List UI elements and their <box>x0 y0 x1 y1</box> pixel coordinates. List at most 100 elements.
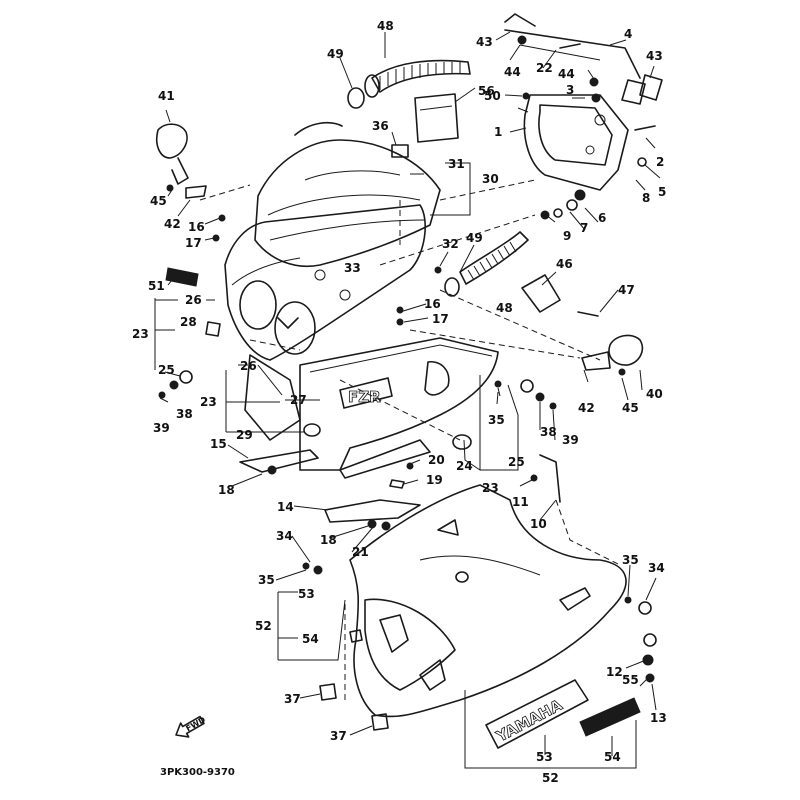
callout-27: 27 <box>290 393 307 407</box>
callout-52-left: 52 <box>255 619 272 633</box>
callout-32: 32 <box>442 237 459 251</box>
mirror-right <box>581 334 644 376</box>
callout-29: 29 <box>236 428 253 442</box>
callout-38-left: 38 <box>176 407 193 421</box>
callout-6: 6 <box>598 211 606 225</box>
callout-17-mid: 17 <box>432 312 449 326</box>
callout-1: 1 <box>494 125 502 139</box>
callout-8: 8 <box>642 191 650 205</box>
callout-44-left: 44 <box>504 65 521 79</box>
callout-36: 36 <box>372 119 389 133</box>
upper-cowling <box>224 204 426 361</box>
callout-25-left: 25 <box>158 363 175 377</box>
callout-31: 31 <box>448 157 465 171</box>
labels-37 <box>319 629 389 731</box>
callout-17-left: 17 <box>185 236 202 250</box>
callout-42-left: 42 <box>164 217 181 231</box>
callout-54-left: 54 <box>302 632 319 646</box>
emblem-text: FZR <box>348 388 381 406</box>
callout-23-mid: 23 <box>200 395 217 409</box>
callout-35-right: 35 <box>622 553 639 567</box>
callout-28: 28 <box>180 315 197 329</box>
callout-9: 9 <box>563 229 571 243</box>
fasteners-upper <box>517 35 656 220</box>
callout-33: 33 <box>344 261 361 275</box>
callout-30: 30 <box>482 172 499 186</box>
callout-11: 11 <box>512 495 529 509</box>
callout-43-left: 43 <box>476 35 493 49</box>
catalog-code: 3PK300-9370 <box>160 767 235 778</box>
callout-35-left: 35 <box>258 573 275 587</box>
mirror-left <box>155 123 207 199</box>
forward-label: FWD <box>184 715 207 733</box>
callout-16-mid: 16 <box>424 297 441 311</box>
callout-7: 7 <box>580 221 588 235</box>
callouts: 48 49 56 36 31 30 41 45 42 16 17 51 26 2… <box>132 19 667 785</box>
callout-35-mid: 35 <box>488 413 505 427</box>
callout-19: 19 <box>426 473 443 487</box>
callout-34-right: 34 <box>648 561 665 575</box>
callout-56: 56 <box>478 84 495 98</box>
decal-51 <box>165 267 199 287</box>
small-fasteners <box>158 214 657 683</box>
callout-23-right: 23 <box>482 481 499 495</box>
leader-lines <box>154 31 661 769</box>
callout-47: 47 <box>618 283 635 297</box>
label-plate <box>391 144 409 158</box>
callout-18-left: 18 <box>218 483 235 497</box>
callout-13: 13 <box>650 711 667 725</box>
callout-48-mid: 48 <box>496 301 513 315</box>
callout-26-left: 26 <box>185 293 202 307</box>
callout-48-top: 48 <box>377 19 394 33</box>
callout-41: 41 <box>158 89 175 103</box>
callout-54-bottom: 54 <box>604 750 621 764</box>
forward-arrow-icon: FWD <box>175 715 207 738</box>
yamaha-decal: YAMAHA <box>485 679 589 749</box>
callout-34-left: 34 <box>276 529 293 543</box>
callout-26-mid: 26 <box>240 359 257 373</box>
callout-18-mid: 18 <box>320 533 337 547</box>
callout-45-left: 45 <box>150 194 167 208</box>
bracket-14 <box>324 499 421 523</box>
air-duct-lower <box>444 231 529 297</box>
callout-22: 22 <box>536 61 553 75</box>
decal-28 <box>205 321 221 337</box>
callout-2: 2 <box>656 155 664 169</box>
clamp-49-upper <box>347 87 365 109</box>
callout-23-left: 23 <box>132 327 149 341</box>
callout-45-right: 45 <box>622 401 639 415</box>
callout-16-left: 16 <box>188 220 205 234</box>
callout-40: 40 <box>646 387 663 401</box>
callout-53-bottom: 53 <box>536 750 553 764</box>
callout-46: 46 <box>556 257 573 271</box>
callout-5: 5 <box>658 185 666 199</box>
callout-21: 21 <box>352 545 369 559</box>
lower-cowling <box>349 484 627 718</box>
callout-24: 24 <box>456 459 473 473</box>
mirror-stay-bracket-43 <box>621 74 663 105</box>
callout-42-right: 42 <box>578 401 595 415</box>
callout-3: 3 <box>566 83 574 97</box>
fzr-emblem: FZR <box>339 377 393 409</box>
callout-4: 4 <box>624 27 632 41</box>
callout-44-right: 44 <box>558 67 575 81</box>
callout-20: 20 <box>428 453 445 467</box>
callout-49-mid: 49 <box>466 231 483 245</box>
bracket-15 <box>239 449 319 473</box>
callout-38-right: 38 <box>540 425 557 439</box>
callout-12: 12 <box>606 665 623 679</box>
alignment-lines <box>199 179 621 700</box>
duct-cover <box>414 93 459 143</box>
windshield <box>254 121 441 267</box>
cowling-stay <box>504 13 641 191</box>
side-panel-left <box>244 354 472 450</box>
callout-25-right: 25 <box>508 455 525 469</box>
decal-54 <box>579 697 641 737</box>
callout-52-bottom: 52 <box>542 771 559 785</box>
callout-51: 51 <box>148 279 165 293</box>
callout-15: 15 <box>210 437 227 451</box>
callout-37-bottom: 37 <box>330 729 347 743</box>
callout-53-left: 53 <box>298 587 315 601</box>
callout-37-top: 37 <box>284 692 301 706</box>
